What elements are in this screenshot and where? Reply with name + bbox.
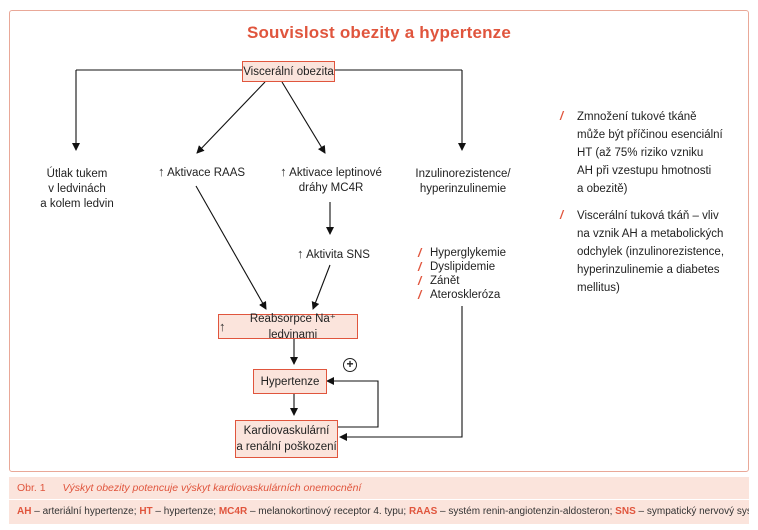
slash-bullet-icon: / bbox=[560, 210, 564, 222]
abbr-def: melanokortinový receptor 4. typu bbox=[258, 506, 404, 517]
note-line: hyperinzulinemie a diabetes bbox=[577, 264, 720, 276]
note-line: mellitus) bbox=[577, 282, 620, 294]
effect-text: Hyperglykemie bbox=[430, 247, 507, 259]
effect-text: Zánět bbox=[430, 275, 460, 287]
abbr-def: sympatický nervový systém bbox=[646, 506, 749, 517]
raas-label: ↑ Aktivace RAAS bbox=[158, 164, 245, 181]
note-line: HT (až 75% riziko vzniku bbox=[577, 147, 704, 159]
raas-text: Aktivace RAAS bbox=[167, 167, 246, 179]
effect-text: Dyslipidemie bbox=[430, 261, 496, 273]
arrow-sns-reabs bbox=[311, 264, 331, 310]
note-line: Zmnožení tukové tkáně bbox=[577, 111, 697, 123]
arrow-insulin-kardio bbox=[339, 306, 463, 441]
note-line: na vznik AH a metabolických bbox=[577, 228, 724, 240]
utlak-line-1: Útlak tukem bbox=[46, 168, 108, 180]
arrow-to-leptin bbox=[281, 81, 326, 154]
plus-sign: + bbox=[346, 357, 354, 371]
abbreviations-line: AH – arteriální hypertenze; HT – hyperte… bbox=[9, 500, 749, 524]
reabsorption-label: Reabsorpce Na⁺ ledvinami bbox=[249, 312, 336, 341]
insulin-label: Inzulinorezistence/ hyperinzulinemie bbox=[409, 167, 517, 197]
note-item: / Viscerální tuková tkáň – vliv na vznik… bbox=[560, 207, 740, 297]
cardio-line-1: Kardiovaskulární bbox=[243, 425, 330, 437]
figure-frame bbox=[9, 10, 749, 472]
abbr-def: systém renin-angiotenzin-aldosteron bbox=[448, 506, 610, 517]
visceral-obesity-box: Viscerální obezita bbox=[242, 61, 335, 82]
slash-bullet-icon: / bbox=[418, 288, 422, 302]
slash-bullet-icon: / bbox=[418, 260, 422, 274]
leptin-label: ↑ Aktivace leptinové dráhy MC4R bbox=[278, 164, 384, 196]
sns-label: ↑ Aktivita SNS bbox=[297, 246, 370, 263]
note-line: může být příčinou esenciální bbox=[577, 129, 723, 141]
note-line: a obezitě) bbox=[577, 183, 628, 195]
abbr-key: AH bbox=[17, 506, 32, 517]
up-arrow-icon: ↑ bbox=[158, 164, 165, 179]
utlak-line-3: a kolem ledvin bbox=[40, 198, 114, 210]
insulin-line-1: Inzulinorezistence/ bbox=[415, 168, 511, 180]
list-item: / Hyperglykemie bbox=[418, 246, 506, 260]
arrow-to-raas bbox=[196, 81, 266, 154]
visceral-obesity-label: Viscerální obezita bbox=[243, 65, 334, 78]
sns-text: Aktivita SNS bbox=[306, 249, 370, 261]
up-arrow-icon: ↑ bbox=[280, 164, 287, 179]
up-arrow-icon: ↑ bbox=[219, 318, 226, 334]
note-item: / Zmnožení tukové tkáně může být příčino… bbox=[560, 108, 740, 198]
abbr-key: HT bbox=[139, 506, 153, 517]
list-item: / Zánět bbox=[418, 274, 506, 288]
abbr-key: RAAS bbox=[408, 506, 438, 517]
list-item: / Ateroskleróza bbox=[418, 288, 506, 302]
slash-bullet-icon: / bbox=[418, 246, 422, 260]
abbr-key: MC4R bbox=[218, 506, 248, 517]
slash-bullet-icon: / bbox=[560, 111, 564, 123]
caption-number: Obr. 1 bbox=[17, 482, 46, 494]
list-item: / Dyslipidemie bbox=[418, 260, 506, 274]
leptin-line-2: dráhy MC4R bbox=[298, 182, 364, 194]
leptin-line-1: Aktivace leptinové bbox=[289, 167, 382, 179]
arrow-raas-reabs bbox=[195, 185, 267, 310]
utlak-label: Útlak tukem v ledvinách a kolem ledvin bbox=[38, 167, 116, 212]
abbr-def: hypertenze bbox=[163, 506, 214, 517]
note-line: AH při vzestupu hmotnosti bbox=[577, 165, 712, 177]
insulin-effects-list: / Hyperglykemie / Dyslipidemie / Zánět / Ate… bbox=[418, 246, 506, 302]
figure-title: Souvislost obezity a hypertenze bbox=[246, 23, 512, 42]
notes-list: / Zmnožení tukové tkáně může být příčino… bbox=[560, 108, 740, 306]
insulin-line-2: hyperinzulinemie bbox=[419, 183, 507, 195]
abbr-key: SNS bbox=[615, 506, 636, 517]
note-line: Viscerální tuková tkáň – vliv bbox=[577, 210, 719, 222]
reabsorption-box: ↑ Reabsorpce Na⁺ ledvinami bbox=[218, 313, 358, 341]
plus-circle-icon: + bbox=[343, 358, 357, 372]
effect-text: Ateroskleróza bbox=[430, 289, 501, 301]
hypertension-label: Hypertenze bbox=[260, 375, 320, 388]
feedback-arrow bbox=[326, 377, 379, 428]
slash-bullet-icon: / bbox=[418, 274, 422, 288]
caption-text: Výskyt obezity potencuje výskyt kardiova… bbox=[62, 482, 362, 494]
cardio-renal-box: Kardiovaskulární a renální poškození bbox=[235, 420, 338, 458]
note-line: odchylek (inzulinorezistence, bbox=[577, 246, 725, 258]
up-arrow-icon: ↑ bbox=[297, 246, 304, 261]
cardio-line-2: a renální poškození bbox=[236, 441, 337, 453]
hypertension-box: Hypertenze bbox=[253, 369, 327, 394]
abbr-def: arteriální hypertenze bbox=[42, 506, 134, 517]
figure-caption: Obr. 1 Výskyt obezity potencuje výskyt k… bbox=[9, 477, 749, 499]
utlak-line-2: v ledvinách bbox=[48, 183, 106, 195]
